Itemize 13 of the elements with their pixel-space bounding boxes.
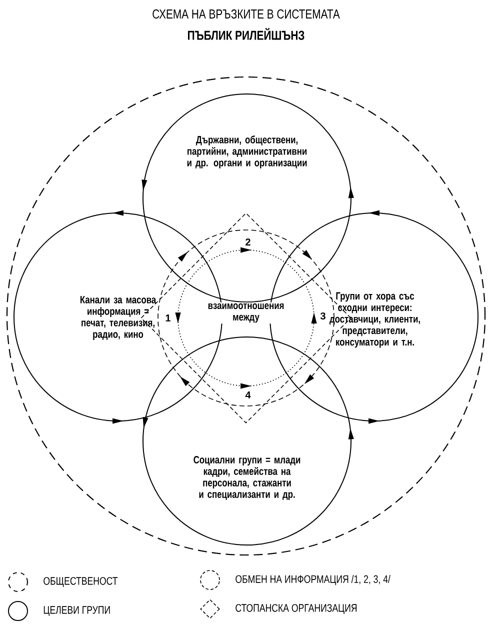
number-label: 4 <box>245 392 251 398</box>
center-text: взаимоотношения между <box>205 302 287 324</box>
number-label: 3 <box>320 312 326 320</box>
legend-label: ОБЩЕСТВЕНОСТ <box>44 577 118 587</box>
subtitle: ПЪБЛИК РИЛЕЙШЪНЗ <box>188 28 304 40</box>
legend-label: СТОПАНСКА ОРГАНИЗАЦИЯ <box>236 604 357 614</box>
title: СХЕМА НА ВРЪЗКИТЕ В СИСТЕМАТА <box>152 9 340 19</box>
dotted-circle <box>175 247 317 389</box>
legend-label: ЦЕЛЕВИ ГРУПИ <box>44 606 110 616</box>
number-label: 2 <box>246 238 250 246</box>
dashed-circle <box>6 76 486 556</box>
number-label: 1 <box>166 314 170 322</box>
legend-label: ОБМЕН НА ИНФОРМАЦИЯ /1, 2, 3, 4/ <box>236 574 390 586</box>
